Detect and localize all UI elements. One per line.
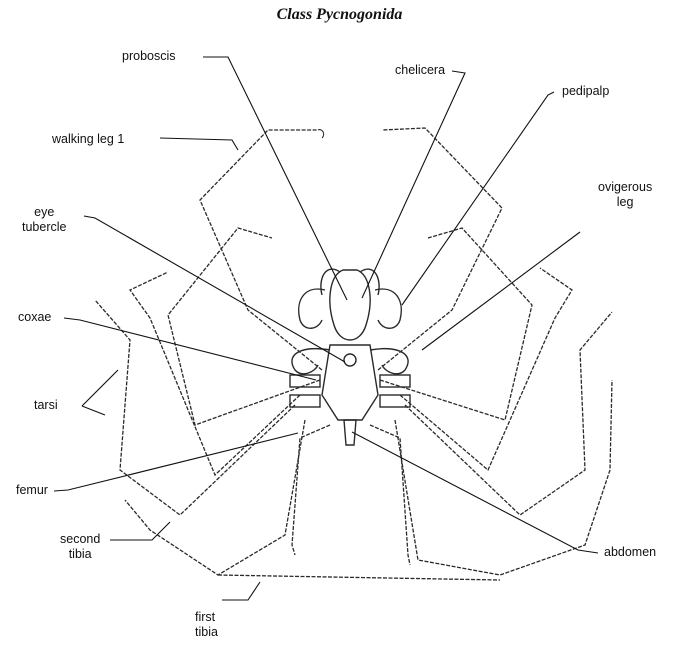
leader-chelicera xyxy=(362,71,465,298)
leader-walking-leg-1 xyxy=(160,138,238,150)
walking-leg-hind-left xyxy=(125,420,305,575)
label-second-tibia-line2: tibia xyxy=(60,547,100,562)
label-pedipalp: pedipalp xyxy=(562,84,609,99)
leader-ovigerous-leg xyxy=(422,232,580,350)
label-first-tibia-line2: tibia xyxy=(195,625,218,640)
eye-tubercle-shape xyxy=(344,354,356,366)
walking-leg-1-right xyxy=(378,128,502,370)
leader-tarsi-lower xyxy=(82,406,105,415)
walking-leg-4-right xyxy=(405,312,612,515)
label-first-tibia-line1: first xyxy=(195,610,218,625)
label-second-tibia-line1: second xyxy=(60,532,100,547)
femur-right xyxy=(370,425,410,565)
leader-first-tibia xyxy=(222,582,260,600)
label-chelicera: chelicera xyxy=(395,63,445,78)
walking-leg-hind-right xyxy=(395,380,612,575)
label-ovigerous-leg: ovigerous leg xyxy=(598,180,652,210)
leader-abdomen xyxy=(352,432,598,553)
abdomen-shape xyxy=(344,420,356,445)
leader-tarsi-upper xyxy=(82,370,118,406)
leader-eye-tubercle xyxy=(84,216,345,362)
coxa-right-1 xyxy=(380,375,410,387)
leader-proboscis xyxy=(203,57,347,300)
walking-leg-3-right xyxy=(400,268,572,470)
body xyxy=(290,269,410,445)
leader-second-tibia xyxy=(110,522,170,540)
leader-femur xyxy=(54,433,298,491)
label-femur: femur xyxy=(16,483,48,498)
label-eye-tubercle-line2: tubercle xyxy=(22,220,66,235)
legs-left xyxy=(95,130,330,575)
label-eye-tubercle-line1: eye xyxy=(22,205,66,220)
label-tarsi: tarsi xyxy=(34,398,58,413)
pedipalp-left xyxy=(299,289,325,328)
walking-leg-3-left xyxy=(130,272,300,475)
leader-pedipalp xyxy=(402,92,554,305)
lower-tibia-bar xyxy=(218,575,500,580)
label-walking-leg-1: walking leg 1 xyxy=(52,132,124,147)
walking-leg-1-left xyxy=(200,130,322,370)
label-coxae: coxae xyxy=(18,310,51,325)
femur-left xyxy=(292,425,330,555)
trunk xyxy=(322,345,378,420)
label-eye-tubercle: eye tubercle xyxy=(22,205,66,235)
leader-coxae xyxy=(64,318,316,380)
pedipalp-right xyxy=(375,289,401,328)
leader-lines xyxy=(54,57,598,600)
label-ovigerous-line2: leg xyxy=(598,195,652,210)
label-first-tibia: first tibia xyxy=(195,610,218,640)
walking-leg-4-left xyxy=(95,300,295,515)
label-abdomen: abdomen xyxy=(604,545,656,560)
label-proboscis: proboscis xyxy=(122,49,176,64)
label-second-tibia: second tibia xyxy=(60,532,100,562)
proboscis-shape xyxy=(330,270,370,340)
label-ovigerous-line1: ovigerous xyxy=(598,180,652,195)
legs-right xyxy=(218,128,612,580)
